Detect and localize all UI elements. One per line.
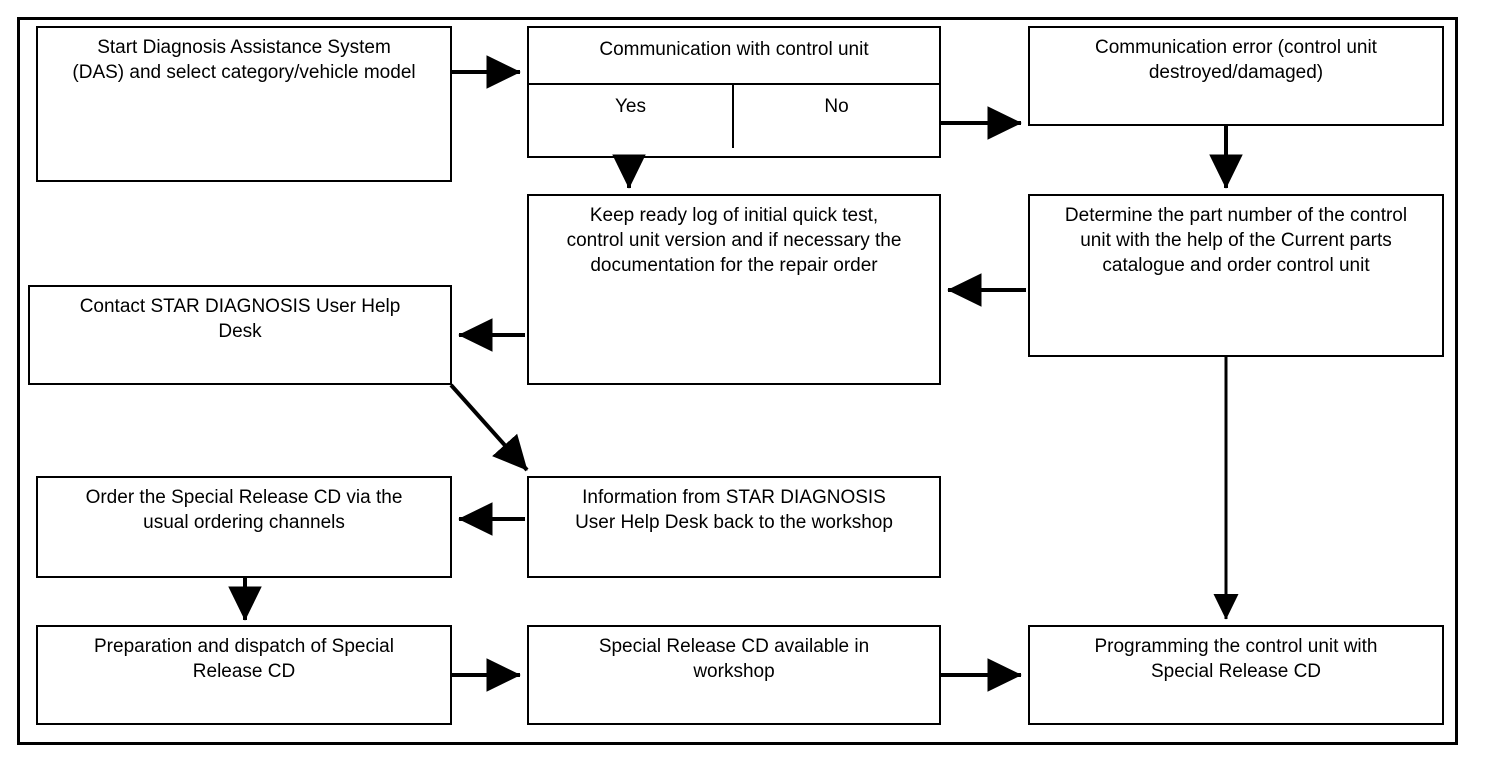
preparation-and-dispatch-box[interactable]: Preparation and dispatch of Special Rele… (36, 625, 452, 725)
contact-user-help-desk-box[interactable]: Contact STAR DIAGNOSIS User Help Desk (28, 285, 452, 385)
arrow-contact-help-to-info-back (449, 383, 529, 472)
preparation-and-dispatch-label: Preparation and dispatch of Special Rele… (94, 636, 394, 682)
communication-decision-header: Communication with control unit (529, 28, 939, 85)
cd-available-in-workshop-label: Special Release CD available in workshop (598, 636, 870, 682)
decision-option-yes[interactable]: Yes (529, 85, 734, 148)
programming-control-unit-box[interactable]: Programming the control unit with Specia… (1028, 625, 1444, 725)
communication-decision-box[interactable]: Communication with control unit Yes No (527, 26, 941, 158)
programming-control-unit-label: Programming the control unit with Specia… (1094, 636, 1378, 682)
order-special-release-cd-label: Order the Special Release CD via the usu… (85, 487, 403, 533)
decision-option-yes-label: Yes (615, 96, 646, 117)
diagram-outer-frame (17, 17, 1458, 745)
information-back-to-workshop-box[interactable]: Information from STAR DIAGNOSIS User Hel… (527, 476, 941, 578)
cd-available-in-workshop-box[interactable]: Special Release CD available in workshop (527, 625, 941, 725)
start-diagnosis-label: Start Diagnosis Assistance System (DAS) … (72, 37, 416, 83)
determine-part-number-box[interactable]: Determine the part number of the control… (1028, 194, 1444, 357)
decision-option-no[interactable]: No (734, 85, 939, 148)
contact-user-help-desk-label: Contact STAR DIAGNOSIS User Help Desk (79, 296, 401, 342)
keep-ready-log-label: Keep ready log of initial quick test, co… (566, 205, 902, 276)
order-special-release-cd-box[interactable]: Order the Special Release CD via the usu… (36, 476, 452, 578)
communication-error-label: Communication error (control unit destro… (1095, 37, 1377, 83)
determine-part-number-label: Determine the part number of the control… (1064, 205, 1408, 276)
keep-ready-log-box[interactable]: Keep ready log of initial quick test, co… (527, 194, 941, 385)
communication-error-box[interactable]: Communication error (control unit destro… (1028, 26, 1444, 126)
decision-option-no-label: No (824, 96, 849, 117)
start-diagnosis-box[interactable]: Start Diagnosis Assistance System (DAS) … (36, 26, 452, 182)
communication-decision-label: Communication with control unit (599, 39, 869, 60)
information-back-to-workshop-label: Information from STAR DIAGNOSIS User Hel… (575, 487, 893, 533)
communication-decision-options: Yes No (529, 85, 939, 148)
